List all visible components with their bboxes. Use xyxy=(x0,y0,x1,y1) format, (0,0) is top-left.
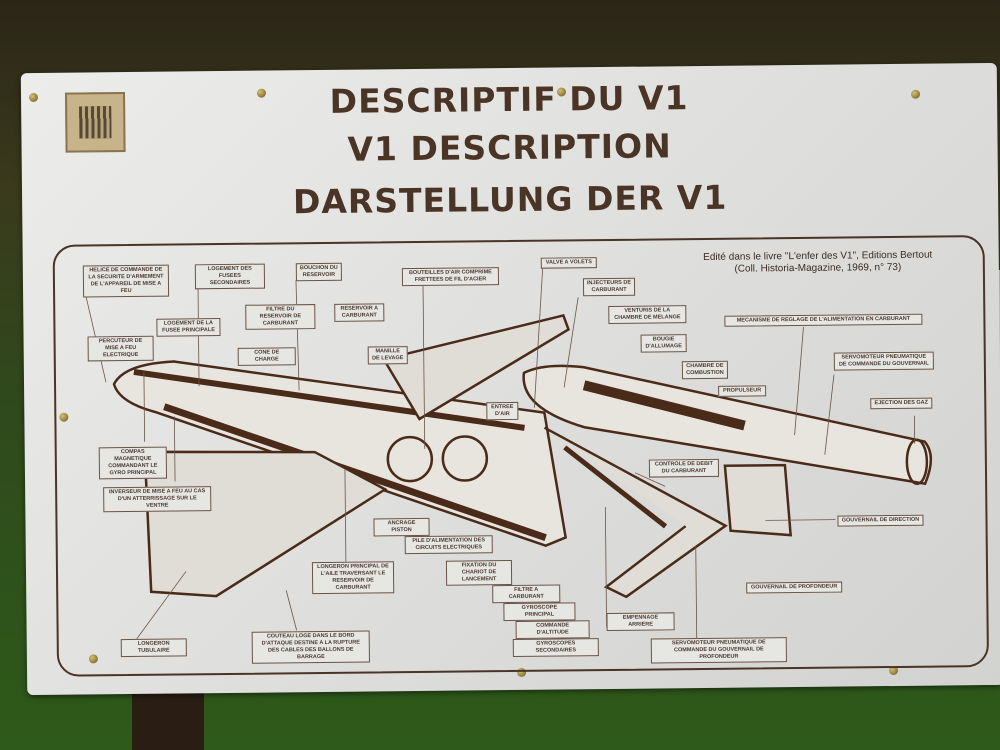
diagram-label: PERCUTEUR DE MISE A FEU ELECTRIQUE xyxy=(87,335,154,362)
diagram-label: FILTRE DU RESERVOIR DE CARBURANT xyxy=(245,304,316,330)
diagram-label: EJECTION DES GAZ xyxy=(870,397,933,410)
information-sign: DESCRIPTIF DU V1 V1 DESCRIPTION DARSTELL… xyxy=(20,62,1000,696)
diagram-label: FILTRE A CARBURANT xyxy=(492,584,561,604)
diagram-label: GYROSCOPE PRINCIPAL xyxy=(503,602,576,622)
diagram-label: PILE D'ALIMENTATION DES CIRCUITS ELECTRI… xyxy=(404,535,493,555)
diagram-label: BOUTEILLES D'AIR COMPRIME FRETTEES DE FI… xyxy=(401,267,500,287)
diagram-label: ANCRAGE PISTON xyxy=(373,517,430,537)
diagram-label: HELICE DE COMMANDE DE LA SECURITE D'ARME… xyxy=(82,264,170,298)
diagram-label: RESERVOIR A CARBURANT xyxy=(334,303,385,322)
diagram-label: ENTREE D'AIR xyxy=(486,401,519,421)
diagram-label: LONGERON TUBULAIRE xyxy=(120,638,187,658)
diagram-label: BOUCHON DU RESERVOIR xyxy=(295,262,342,282)
diagram-label: SERVOMOTEUR PNEUMATIQUE DE COMMANDE DU G… xyxy=(833,351,934,371)
diagram-label: LOGEMENT DE LA FUSEE PRINCIPALE xyxy=(156,318,221,337)
diagram-label: SERVOMOTEUR PNEUMATIQUE DE COMMANDE DU G… xyxy=(650,637,787,664)
diagram-label: CHAMBRE DE COMBUSTION xyxy=(681,360,729,380)
diagram-label: LOGEMENT DES FUSEES SECONDAIRES xyxy=(194,263,266,290)
diagram-label: VALVE A VOLETS xyxy=(540,257,597,269)
v1-cutaway-illustration xyxy=(84,265,933,642)
diagram-label: BOUGIE D'ALLUMAGE xyxy=(640,334,687,353)
diagram-label: PROPULSEUR xyxy=(718,385,767,397)
diagram-label: GOUVERNAIL DE PROFONDEUR xyxy=(746,581,843,594)
diagram-label: COMPAS MAGNETIQUE COMMANDANT LE GYRO PRI… xyxy=(98,446,168,480)
diagram-label: MECANISME DE REGLAGE DE L'ALIMENTATION E… xyxy=(724,313,923,327)
diagram-label: FIXATION DU CHARIOT DE LANCEMENT xyxy=(445,560,513,586)
diagram-label: LONGERON PRINCIPAL DE L'AILE TRAVERSANT … xyxy=(311,561,395,595)
diagram-label: INJECTEURS DE CARBURANT xyxy=(582,277,636,297)
diagram-label: EMPENNAGE ARRIERE xyxy=(606,612,675,632)
diagram-label: MANILLE DE LEVAGE xyxy=(367,346,408,365)
diagram-label: COUTEAU LOGE DANS LE BORD D'ATTAQUE DEST… xyxy=(251,630,370,664)
diagram-label: CONTROLE DE DEBIT DU CARBURANT xyxy=(648,458,720,478)
diagram-label: VENTURIS DE LA CHAMBRE DE MELANGE xyxy=(608,305,687,324)
diagram-label: CONE DE CHARGE xyxy=(237,347,296,366)
diagram-label: INVERSEUR DE MISE A FEU AU CAS D'UN ATTE… xyxy=(103,486,212,513)
diagram-label: COMMANDE D'ALTITUDE xyxy=(515,620,590,639)
diagram-label: GOUVERNAIL DE DIRECTION xyxy=(837,514,924,527)
diagram-label: GYROSCOPES SECONDAIRES xyxy=(512,638,599,658)
